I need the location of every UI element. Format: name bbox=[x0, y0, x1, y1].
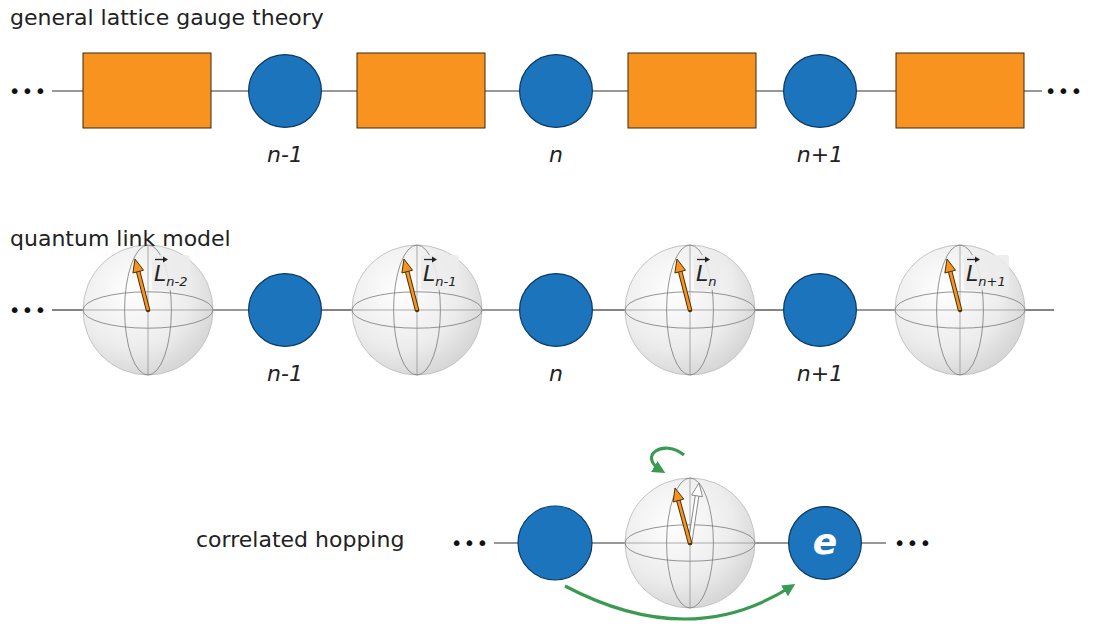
bloch-sphere bbox=[625, 245, 755, 375]
chain-link bbox=[755, 309, 783, 310]
site-label: n+1 bbox=[720, 142, 920, 167]
site-outline bbox=[783, 54, 857, 128]
chain-link bbox=[593, 309, 625, 310]
site-label: n-1 bbox=[185, 361, 385, 386]
spin-arrowhead bbox=[402, 259, 413, 273]
sphere-outline bbox=[83, 245, 213, 375]
hopping-arrow bbox=[565, 586, 792, 619]
bloch-sphere bbox=[895, 245, 1025, 375]
spin-arrow bbox=[690, 496, 697, 543]
link-spin: Ln-1 bbox=[352, 245, 482, 375]
gauge-link-box bbox=[628, 53, 756, 128]
spin-arrow bbox=[678, 501, 690, 543]
site-outline bbox=[519, 273, 593, 347]
matter-site: e bbox=[788, 506, 862, 580]
link-spin: Ln-2 bbox=[83, 245, 213, 375]
section-title: general lattice gauge theory bbox=[10, 5, 324, 30]
spin-arrowhead bbox=[133, 259, 144, 273]
link-label: Ln bbox=[694, 255, 720, 290]
link-spin bbox=[625, 478, 755, 608]
ellipsis-dots: ••• bbox=[9, 81, 47, 101]
matter-site: n-1 bbox=[248, 54, 322, 128]
matter-site: n+1 bbox=[783, 273, 857, 347]
site-circle bbox=[784, 55, 857, 128]
chain-link bbox=[482, 309, 519, 310]
matter-site: n-1 bbox=[248, 273, 322, 347]
link-label: Ln+1 bbox=[964, 255, 1009, 290]
ellipsis-dots: ••• bbox=[451, 533, 489, 553]
site-label: n-1 bbox=[185, 142, 385, 167]
ellipsis-dots: ••• bbox=[9, 300, 47, 320]
gauge-link-box bbox=[357, 53, 485, 128]
bloch-sphere bbox=[352, 245, 482, 375]
site-circle bbox=[249, 55, 322, 128]
chain-link bbox=[322, 309, 352, 310]
ellipsis-dots: ••• bbox=[894, 533, 932, 553]
matter-site: n bbox=[519, 54, 593, 128]
spin-arrow bbox=[678, 501, 690, 543]
spin-arrowhead bbox=[692, 483, 703, 497]
site-outline bbox=[783, 273, 857, 347]
sphere-outline bbox=[352, 245, 482, 375]
spin-arrowhead bbox=[673, 488, 684, 502]
spin-arrow bbox=[680, 272, 690, 310]
spin-arrow bbox=[138, 272, 148, 310]
section-title: correlated hopping bbox=[196, 527, 404, 552]
chain-wire bbox=[1024, 309, 1054, 310]
site-label: n+1 bbox=[720, 361, 920, 386]
matter-site bbox=[518, 506, 592, 580]
sphere-outline bbox=[625, 245, 755, 375]
site-circle bbox=[784, 274, 857, 347]
link-label: Ln-2 bbox=[152, 255, 190, 290]
spin-arrow bbox=[950, 272, 960, 310]
spin-arrow bbox=[690, 496, 697, 543]
chain-link bbox=[857, 309, 895, 310]
site-outline bbox=[248, 54, 322, 128]
particle-label: e bbox=[788, 504, 862, 578]
gauge-link-box bbox=[83, 53, 211, 128]
site-outline bbox=[519, 54, 593, 128]
spin-flip-arrow bbox=[651, 448, 684, 471]
spin-arrow bbox=[407, 272, 417, 310]
link-spin: Ln bbox=[625, 245, 755, 375]
site-circle bbox=[520, 55, 593, 128]
spin-arrow bbox=[950, 272, 960, 310]
site-outline bbox=[248, 273, 322, 347]
spin-arrowhead bbox=[675, 259, 686, 273]
link-label: Ln-1 bbox=[421, 255, 459, 290]
chain-link bbox=[213, 309, 248, 310]
matter-site: n bbox=[519, 273, 593, 347]
spin-arrow bbox=[407, 272, 417, 310]
bloch-sphere bbox=[83, 245, 213, 375]
bloch-sphere bbox=[625, 478, 755, 608]
chain-wire bbox=[52, 309, 84, 310]
site-circle bbox=[520, 274, 593, 347]
ellipsis-dots: ••• bbox=[1045, 81, 1083, 101]
matter-site: n+1 bbox=[783, 54, 857, 128]
site-label: n bbox=[456, 142, 656, 167]
site-label: n bbox=[456, 361, 656, 386]
spin-arrow bbox=[680, 272, 690, 310]
spin-arrowhead bbox=[945, 259, 956, 273]
site-circle bbox=[249, 274, 322, 347]
link-spin: Ln+1 bbox=[895, 245, 1025, 375]
spin-arrow bbox=[138, 272, 148, 310]
gauge-link-box bbox=[896, 53, 1024, 128]
section-title: quantum link model bbox=[10, 226, 231, 251]
